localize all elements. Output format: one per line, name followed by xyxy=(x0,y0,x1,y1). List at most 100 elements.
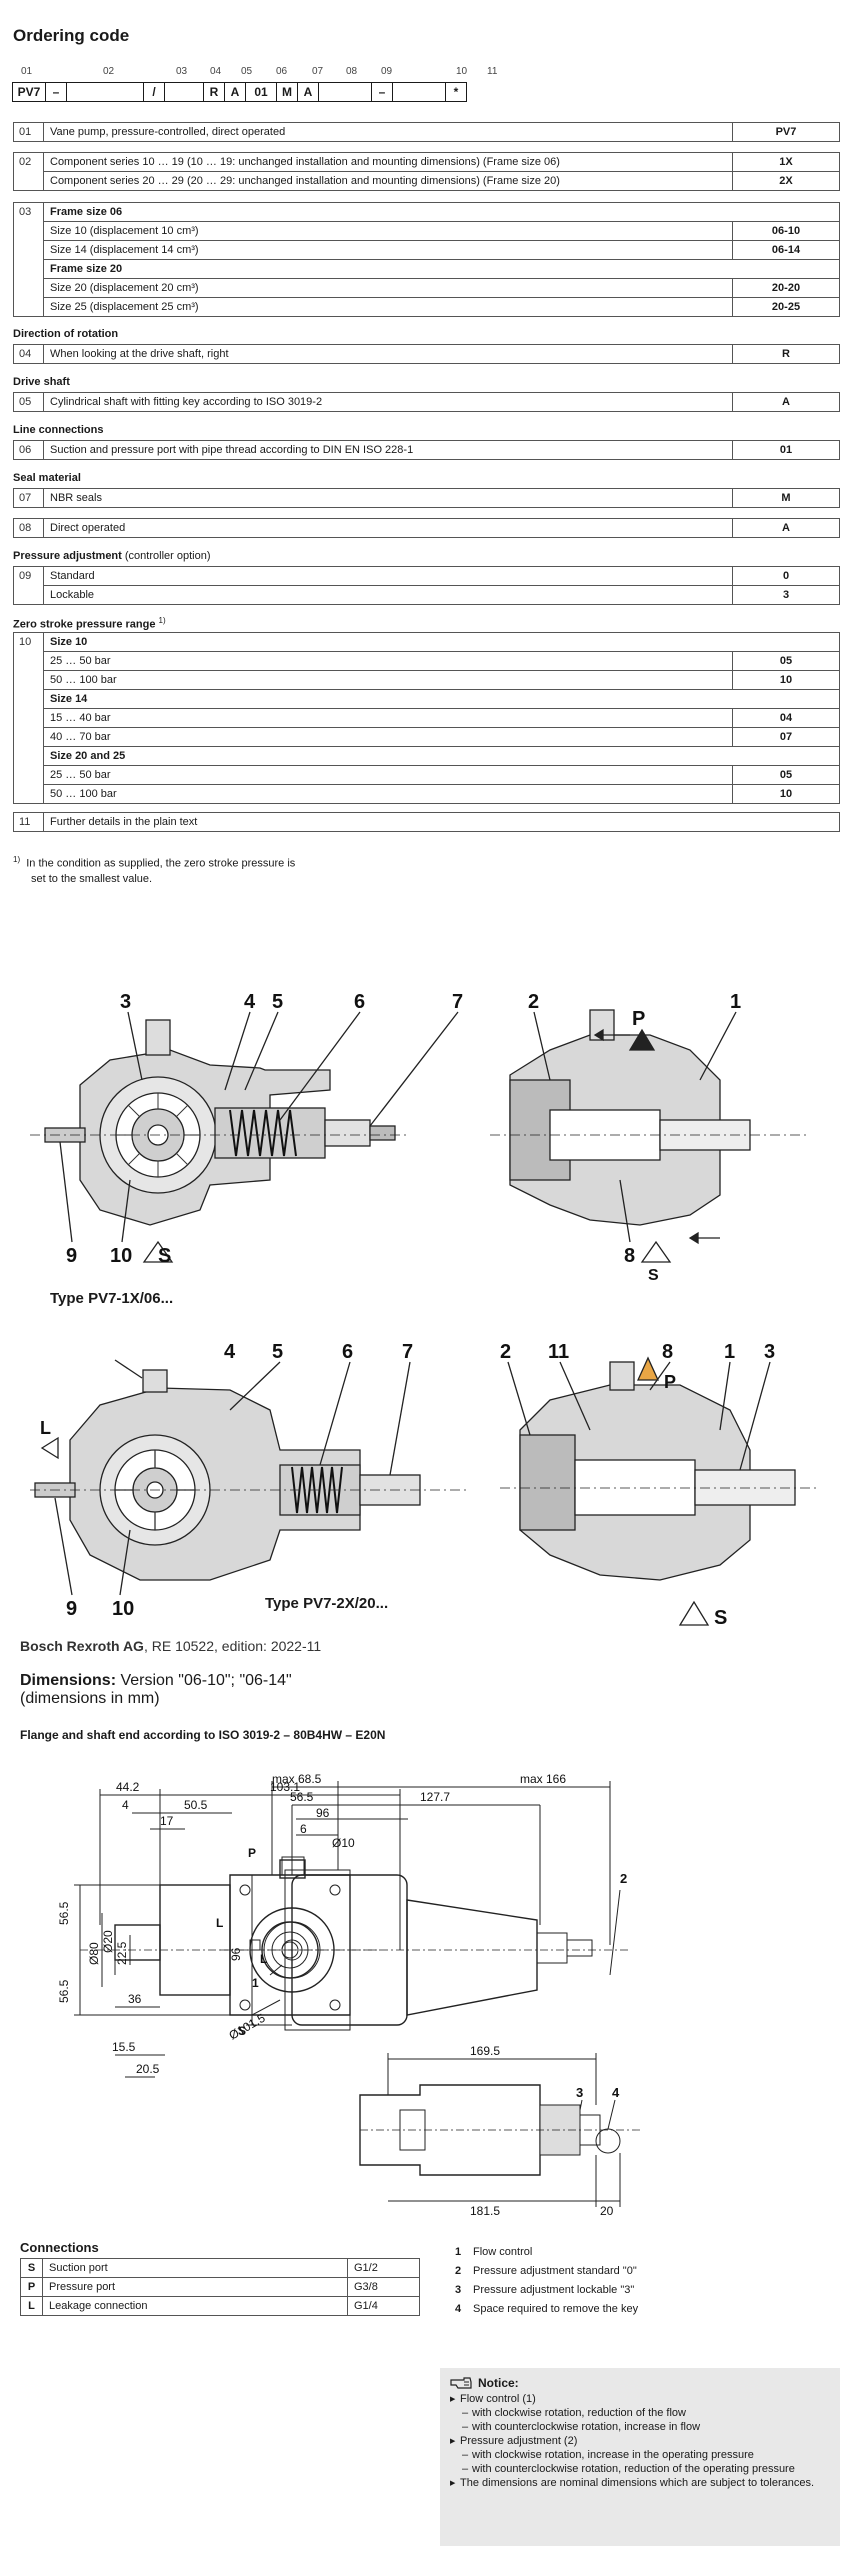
pos-num: 04 xyxy=(210,66,222,77)
callout-label: 9 xyxy=(66,1598,77,1620)
callout-label: 1 xyxy=(730,991,741,1013)
pos-num: 02 xyxy=(103,66,115,77)
pos-num: 10 xyxy=(456,66,468,77)
code-box xyxy=(392,82,446,102)
dimension-value: max 166 xyxy=(520,1772,566,1786)
pos-num: 08 xyxy=(346,66,358,77)
code-box: R xyxy=(203,82,225,102)
dimension-value: 50.5 xyxy=(184,1798,208,1812)
dimension-value: 36 xyxy=(128,1992,142,2006)
dimension-value: max 68.5 xyxy=(272,1772,322,1786)
table-row: Size 14 xyxy=(14,689,840,709)
position-numbers: 01 02 03 04 05 06 07 08 09 10 11 xyxy=(13,66,513,80)
code-box: * xyxy=(445,82,467,102)
dimension-value: 15.5 xyxy=(112,2040,136,2054)
port-label: L xyxy=(40,1418,51,1438)
table-row: Size 14 (displacement 14 cm³)06-14 xyxy=(14,240,840,260)
dimension-value: 4 xyxy=(122,1798,129,1812)
code-box xyxy=(66,82,144,102)
flange-title: Flange and shaft end according to ISO 30… xyxy=(20,1728,386,1742)
pos-num: 07 xyxy=(312,66,324,77)
pos-num: 09 xyxy=(381,66,393,77)
section-heading: Drive shaft xyxy=(13,376,70,388)
dimension-value: Ø80 xyxy=(87,1942,101,1965)
table-row: Size 20 and 25 xyxy=(14,746,840,766)
port-label: L xyxy=(216,1916,223,1930)
code-box: A xyxy=(297,82,319,102)
callout-label: 10 xyxy=(112,1598,134,1620)
callout-label: 9 xyxy=(66,1245,77,1267)
dimensions-title: Dimensions: Version "06-10"; "06-14" (di… xyxy=(20,1672,292,1707)
pump-drawing-2x: 4 5 6 7 2 11 8 1 3 L P 9 10 S xyxy=(30,1341,820,1629)
code-box: PV7 xyxy=(12,82,46,102)
port-label: S xyxy=(238,2024,246,2038)
table-row: Size 25 (displacement 25 cm³)20-25 xyxy=(14,297,840,317)
drawing-type-label: Type PV7-1X/06... xyxy=(50,1290,174,1307)
callout-label: 3 xyxy=(576,2085,583,2100)
port-label: P xyxy=(248,1846,256,1860)
section-heading: Pressure adjustment (controller option) xyxy=(13,550,211,562)
code-box xyxy=(164,82,204,102)
callout-label: 7 xyxy=(452,991,463,1013)
callout-label: 2 xyxy=(528,991,539,1013)
callout-label: 6 xyxy=(342,1341,353,1363)
callout-label: 1 xyxy=(724,1341,735,1363)
callout-label: 4 xyxy=(244,991,256,1013)
callout-label: 8 xyxy=(662,1341,673,1363)
dimension-value: Ø10 xyxy=(332,1836,355,1850)
callout-label: 1 xyxy=(252,1976,259,1990)
code-box: 01 xyxy=(245,82,277,102)
table-row: Size 10 (displacement 10 cm³)06-10 xyxy=(14,221,840,241)
section-heading: Zero stroke pressure range 1) xyxy=(13,616,166,631)
callout-label: 5 xyxy=(272,991,283,1013)
code-box xyxy=(318,82,372,102)
dimension-value: 22.5 xyxy=(115,1941,129,1965)
pump-drawing-1x: 3 4 5 6 7 2 1 9 10 S 8 S P xyxy=(30,991,810,1284)
callout-label: 6 xyxy=(354,991,365,1013)
section-heading: Seal material xyxy=(13,472,81,484)
dimension-value: 56.5 xyxy=(290,1790,314,1804)
code-box: – xyxy=(371,82,393,102)
dimension-value: 169.5 xyxy=(470,2044,500,2058)
dimension-value: 6 xyxy=(300,1822,307,1836)
port-label: S xyxy=(714,1607,727,1629)
port-label: L xyxy=(260,1952,267,1966)
dimension-value: 20.5 xyxy=(136,2062,160,2076)
section-heading: Direction of rotation xyxy=(13,328,119,340)
publisher-line: Bosch Rexroth AG, RE 10522, edition: 202… xyxy=(20,1638,322,1654)
callout-label: 4 xyxy=(224,1341,236,1363)
code-box: – xyxy=(45,82,67,102)
callout-label: 8 xyxy=(624,1245,635,1267)
callout-label: 3 xyxy=(764,1341,775,1363)
table-row: Size 20 (displacement 20 cm³)20-20 xyxy=(14,278,840,298)
notice-heading: Notice: xyxy=(450,2376,830,2390)
section-heading: Line connections xyxy=(13,424,104,436)
dimension-value: 103.1 xyxy=(270,1780,300,1794)
pos-num: 03 xyxy=(176,66,188,77)
